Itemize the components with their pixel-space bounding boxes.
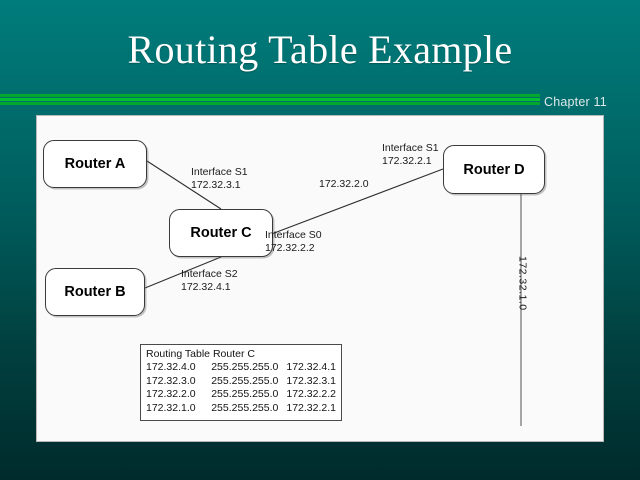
router-node-a[interactable]: Router A	[43, 140, 147, 188]
cell-network: 172.32.1.0	[146, 401, 196, 414]
cell-mask: 255.255.255.0	[211, 361, 279, 373]
router-node-c[interactable]: Router C	[169, 209, 273, 257]
router-node-b[interactable]: Router B	[45, 268, 145, 316]
router-label-d: Router D	[463, 161, 525, 178]
chapter-label: Chapter 11	[544, 95, 607, 109]
annotation-interface-name: Interface S1	[191, 166, 248, 178]
link-a-to-c	[146, 160, 222, 210]
cell-network: 172.32.2.0	[146, 388, 196, 400]
annotation-network-172-32-1-0: 172.32.1.0	[516, 256, 529, 311]
cell-mask: 255.255.255.0	[211, 388, 279, 400]
cell-next-hop: 172.32.2.2	[286, 388, 336, 400]
routing-table: Routing Table Router C 172.32.4.0 255.25…	[140, 344, 342, 421]
routing-table-grid: 172.32.4.0 255.255.255.0 172.32.4.1 172.…	[146, 361, 336, 415]
cell-mask: 255.255.255.0	[211, 401, 279, 414]
cell-mask: 255.255.255.0	[211, 374, 279, 387]
connector-lines	[144, 160, 522, 426]
table-row: 172.32.2.0 255.255.255.0 172.32.2.2	[146, 388, 336, 402]
annotation-interface-address: 172.32.4.1	[181, 280, 231, 293]
title-bar: Routing Table Example	[0, 26, 640, 74]
link-b-to-c	[144, 256, 222, 289]
annotation-interface-address: 172.32.3.1	[191, 178, 241, 191]
cell-next-hop: 172.32.4.1	[286, 361, 336, 373]
router-label-a: Router A	[64, 156, 126, 172]
table-row: 172.32.1.0 255.255.255.0 172.32.2.1	[146, 402, 336, 416]
page-title: Routing Table Example	[127, 27, 513, 72]
divider-rule-top	[0, 94, 540, 97]
annotation-interface-address: 172.32.2.1	[382, 154, 432, 167]
annotation-interface-name: Interface S2	[181, 268, 238, 280]
link-c-to-d	[260, 168, 444, 239]
annotation-interface-s1-router-d: Interface S1 172.32.2.1	[382, 142, 439, 167]
table-row: 172.32.3.0 255.255.255.0 172.32.3.1	[146, 375, 336, 389]
annotation-interface-s2-router-c: Interface S2 172.32.4.1	[181, 268, 238, 293]
router-node-d[interactable]: Router D	[443, 145, 545, 194]
annotation-interface-name: Interface S0	[265, 229, 322, 241]
annotation-interface-address: 172.32.2.2	[265, 241, 315, 254]
diagram-panel: Router A Router B Router C Router D Inte…	[36, 115, 604, 442]
annotation-interface-s1-router-c: Interface S1 172.32.3.1	[191, 166, 248, 191]
divider-rule-middle	[0, 98, 540, 101]
cell-next-hop: 172.32.3.1	[286, 374, 336, 387]
cell-network: 172.32.3.0	[146, 374, 196, 387]
router-label-b: Router B	[64, 284, 126, 300]
annotation-interface-s0-router-c: Interface S0 172.32.2.2	[265, 229, 322, 254]
cell-next-hop: 172.32.2.1	[286, 401, 336, 414]
router-label-c: Router C	[190, 225, 252, 241]
routing-table-title: Routing Table Router C	[146, 348, 255, 360]
divider-bar	[0, 94, 640, 108]
cell-network: 172.32.4.0	[146, 361, 196, 373]
annotation-interface-name: Interface S1	[382, 142, 439, 154]
annotation-network-172-32-2-0: 172.32.2.0	[319, 178, 369, 190]
table-row: 172.32.4.0 255.255.255.0 172.32.4.1	[146, 361, 336, 375]
divider-rule-bottom	[0, 102, 540, 105]
